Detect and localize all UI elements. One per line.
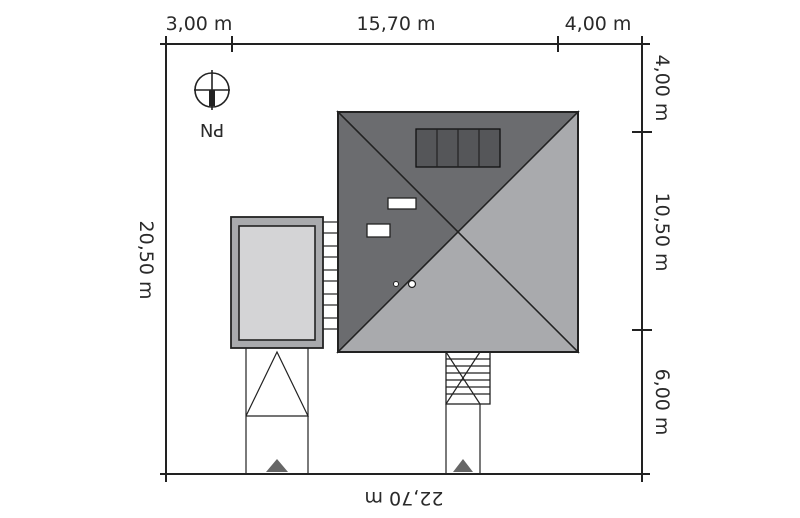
dim-bottom: 22,70 m bbox=[365, 487, 444, 509]
vent-icon bbox=[407, 279, 417, 289]
dim-right-top: 4,00 m bbox=[651, 55, 673, 122]
dim-right-bottom: 6,00 m bbox=[651, 369, 673, 436]
solar-panels bbox=[415, 128, 501, 168]
entrance-path bbox=[445, 404, 481, 474]
dim-top-middle: 15,70 m bbox=[357, 13, 436, 35]
dim-top-left: 3,00 m bbox=[166, 13, 233, 35]
north-arrow-icon bbox=[194, 70, 230, 110]
house-roof bbox=[336, 110, 580, 354]
north-label: PN bbox=[200, 119, 224, 140]
vent-icon bbox=[393, 281, 399, 287]
entrance-arrow-icon bbox=[453, 459, 473, 472]
driveway-entry-arrow-icon bbox=[266, 459, 288, 472]
connector-pergola bbox=[323, 221, 338, 330]
dim-right-middle: 10,50 m bbox=[651, 193, 673, 272]
roof-window bbox=[366, 223, 391, 238]
dim-top-right: 4,00 m bbox=[565, 13, 632, 35]
driveway bbox=[245, 348, 309, 474]
roof-window bbox=[387, 197, 417, 210]
dim-left: 20,50 m bbox=[135, 221, 157, 300]
garage bbox=[230, 216, 324, 349]
entrance-stairs bbox=[445, 351, 491, 405]
